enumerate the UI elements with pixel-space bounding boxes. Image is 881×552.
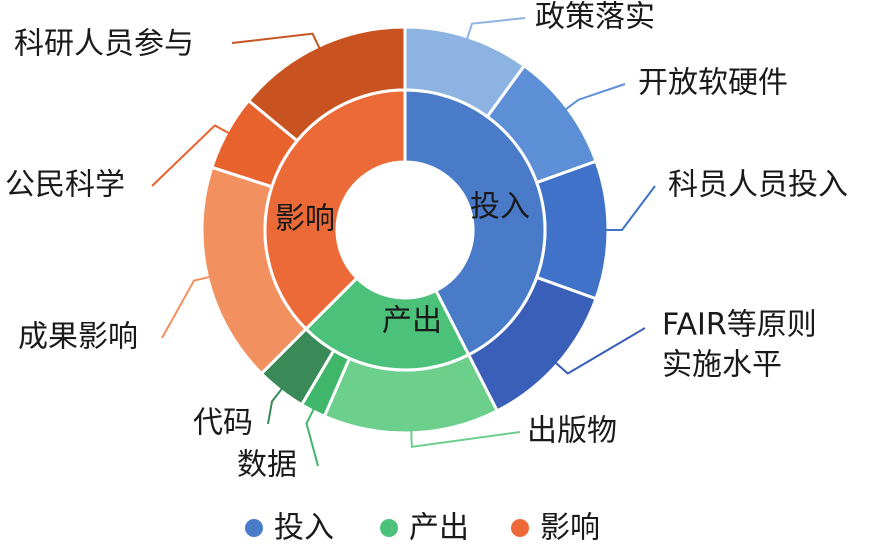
leader-line-3	[555, 327, 646, 375]
outer-slice-label-7: 成果影响	[18, 320, 138, 355]
legend: 投入 产出 影响	[245, 511, 600, 546]
outer-slice-label-3-line-1: 实施水平	[662, 348, 782, 383]
inner-slice-label-1: 产出	[382, 304, 442, 339]
leader-line-4	[410, 430, 521, 449]
legend-label-2: 影响	[540, 511, 600, 546]
inner-slice-label-0: 投入	[470, 190, 530, 225]
inner-slice-0	[403, 88, 547, 357]
outer-slice-label-0: 政策落实	[535, 0, 655, 35]
inner-slice-1	[303, 275, 471, 372]
outer-slice-label-8: 公民科学	[5, 168, 125, 203]
legend-label-0: 投入	[274, 511, 334, 546]
outer-slice-label-9: 科研人员参与	[14, 27, 194, 62]
leader-line-5	[305, 408, 319, 467]
outer-slice-label-2: 科员人员投入	[668, 168, 848, 203]
outer-slice-label-1: 开放软硬件	[638, 66, 788, 101]
outer-ring	[200, 25, 610, 435]
leader-line-1	[565, 83, 626, 111]
inner-ring	[263, 88, 547, 372]
inner-slice-label-2: 影响	[275, 202, 335, 237]
leader-line-6	[267, 388, 283, 425]
outer-slice-2	[534, 159, 610, 301]
legend-label-1: 产出	[409, 511, 469, 546]
inner-slice-2	[263, 88, 407, 332]
outer-slice-label-5: 数据	[237, 448, 297, 483]
outer-slice-label-6: 代码	[193, 406, 253, 441]
outer-slice-label-4: 出版物	[527, 414, 617, 449]
leader-line-2	[606, 185, 656, 231]
outer-slice-label-3-line-0: FAIR等原则	[662, 308, 817, 343]
leader-line-0	[466, 17, 526, 40]
legend-swatch-2	[511, 519, 529, 537]
leader-line-8	[151, 124, 230, 187]
leader-line-7	[161, 275, 210, 339]
legend-swatch-1	[380, 519, 398, 537]
leader-lines	[151, 17, 656, 467]
leader-line-9	[231, 32, 321, 49]
legend-swatch-0	[245, 519, 263, 537]
